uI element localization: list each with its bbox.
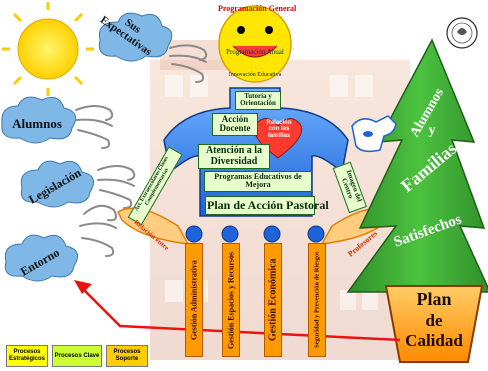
legend-estrategicos: Procesos Estratégicos [6,345,48,367]
seguridad-prevencion-strip: Seguridad y Prevención de Riesgos [308,243,326,357]
gestion-espacios-strip: Gestión Espacios y Recursos [222,243,240,357]
gestion-administrativa-label: Gestión Administrativa [189,260,199,340]
legend-estrategicos-label: Procesos Estratégicos [8,349,45,362]
gestion-economica-label: Gestión Económica [267,258,279,342]
programacion-general-label: Programación General [218,4,297,13]
plan-de-label: de [425,311,443,330]
red-arrow [79,285,401,342]
plan-accion-pastoral-box: Plan de Acción Pastoral [205,196,329,215]
programas-educativos-box: Programas Educativos de Mejora [204,171,312,192]
cloud-icon [20,160,95,208]
figure-hands [185,225,325,243]
alumnos-label: Alumnos [12,116,62,131]
wind-icon [97,165,136,209]
accion-docente-box: Acción Docente [212,113,258,136]
wind-icon [75,105,114,149]
school-seal-logo [446,17,478,49]
programacion-anual-label: Programación Anual [226,48,284,56]
gestion-espacios-label: Gestión Espacios y Recursos [226,251,236,349]
smiley-face-icon [218,5,292,83]
tree-y-label: y [428,123,436,138]
legend-clave: Procesos Clave [52,345,102,367]
plan-label: Plan [416,289,452,309]
atencion-diversidad-box: Atención a la Diversidad [198,144,270,169]
wind-icon [79,204,117,257]
legend-soporte-label: Procesos Soporte [113,349,141,362]
relacion-familias-label: Relación con las familias [266,120,292,139]
plan-pot [384,285,484,363]
innovacion-educativa-label: Innovación Educativa [228,72,282,78]
gestion-administrativa-strip: Gestión Administrativa [185,243,203,357]
plan-calidad-label: Calidad [405,331,463,350]
legend-clave-label: Procesos Clave [54,352,100,359]
cloud-icon [98,12,173,62]
arrowhead-icon [74,280,92,294]
sun-icon [2,2,94,96]
legend-soporte: Procesos Soporte [106,345,148,367]
cup-icon [351,115,397,153]
tutoria-orientacion-box: Tutoría y Orientación [235,91,281,110]
wind-icon [169,44,208,83]
cloud-icon [1,96,77,144]
seguridad-prevencion-label: Seguridad y Prevención de Riesgos [313,251,321,349]
cloud-icon [4,234,79,282]
gestion-economica-strip: Gestión Económica [264,243,282,357]
